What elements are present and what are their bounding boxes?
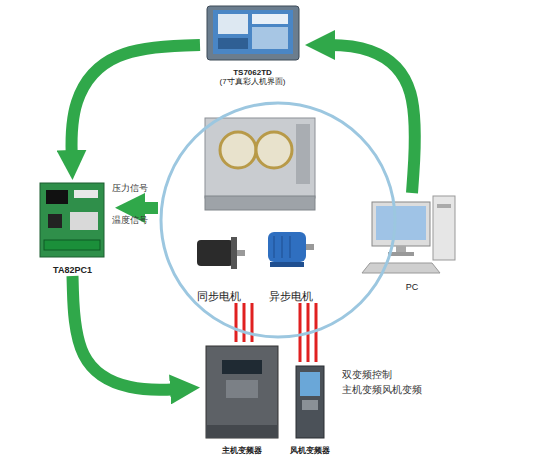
inverter-keypad [302,400,318,410]
compressor-body [205,118,315,198]
node-label: TA82PC1 [53,265,92,276]
node-label: 主机变频器 [222,446,262,456]
circuit-board [40,183,104,257]
motor-fin [290,236,291,258]
motor-shaft [306,244,314,250]
hmi-widget [252,27,288,49]
inverter-display [222,360,262,374]
inverter-node: 主机变频器 [200,342,284,456]
inverter-keypad [226,380,258,398]
node-label: 同步电机 [197,290,241,303]
node-label: (7寸真彩人机界面) [220,77,286,87]
inverter-body [296,366,324,438]
motor-fin [282,236,283,258]
pc-keyboard [362,263,440,273]
inverter-display [300,372,320,396]
node-label: PC [406,282,419,293]
circle-outline [161,103,395,337]
inverter-body [206,346,278,438]
motor-flange [231,237,237,269]
compressor-base [205,196,315,210]
hmi-widget [252,14,288,24]
motor-shaft [237,250,245,256]
flow-arrow [71,45,200,164]
node-label: 异步电机 [269,290,313,303]
inverter-base [206,425,278,438]
hmi-node: TS7062TD(7寸真彩人机界面) [200,3,305,87]
hmi-screen [213,10,293,54]
pc-drive [437,204,451,208]
circle-outline-layer [158,100,398,340]
board-connector [74,190,98,198]
motor-feet [270,262,304,267]
equipment-circle: 同步电机 异步电机 [158,100,398,340]
signal-label: 温度信号 [112,214,162,227]
motor-fin [274,236,275,258]
motor-body [268,232,306,262]
pc-stand [396,246,406,252]
pc-node: PC [362,193,462,293]
pc-monitor [372,202,430,246]
compressor-panel [296,124,310,184]
node-label: 风机变频器 [290,446,330,456]
inverter-node: 风机变频器 [288,362,332,456]
terminal-block [44,240,100,250]
compressor-fan [220,132,256,168]
signal-label: 压力信号 [112,182,162,195]
pc-screen [376,206,426,240]
flow-arrow [131,202,158,214]
motor-node: 异步电机 [262,226,320,303]
flow-arrow [73,276,185,390]
controller-node: TA82PC1 [30,180,115,276]
board-chip [46,190,68,204]
board-chip [48,214,62,228]
compressor-fan [256,132,292,168]
hmi-frame [207,6,299,60]
hmi-widget [218,14,248,34]
motor-node: 同步电机 [190,228,248,303]
pc-tower [433,196,455,260]
board-module [70,212,98,230]
power-cable [236,303,252,342]
note-label: 双变频控制 主机变频风机变频 [342,368,442,397]
hmi-widget [218,38,248,49]
motor-body [197,240,233,266]
node-label: TS7062TD [233,68,272,78]
